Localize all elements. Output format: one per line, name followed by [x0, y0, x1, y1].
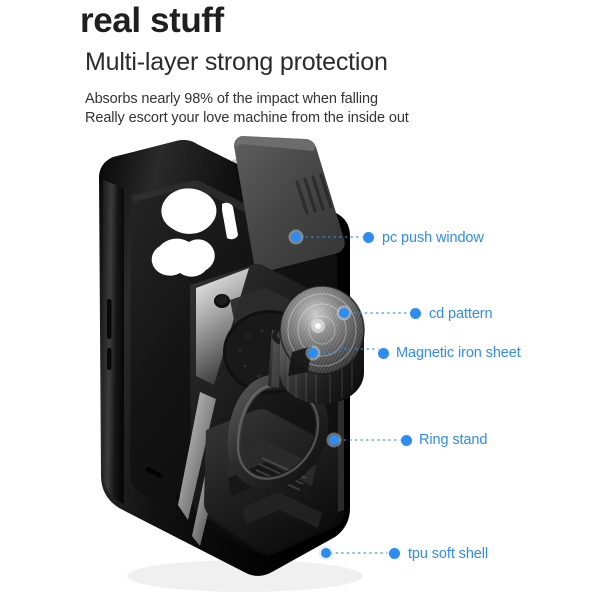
- source-dot-cd-pattern[interactable]: [339, 308, 349, 318]
- source-dot-ring-stand[interactable]: [329, 435, 339, 445]
- marker-dot-pc-push-window[interactable]: [363, 232, 374, 243]
- callout-label-ring-stand: Ring stand: [419, 432, 488, 448]
- connector-magnetic-iron-sheet: [317, 348, 380, 354]
- page-subtitle: Multi-layer strong protection: [85, 48, 388, 76]
- callout-label-magnetic-iron-sheet: Magnetic iron sheet: [396, 345, 521, 361]
- source-dot-tpu-soft-shell[interactable]: [321, 548, 331, 558]
- source-dot-magnetic-iron-sheet[interactable]: [308, 348, 318, 358]
- marker-dot-cd-pattern[interactable]: [410, 308, 421, 319]
- source-dot-pc-push-window[interactable]: [291, 232, 301, 242]
- callout-label-tpu-soft-shell: tpu soft shell: [408, 546, 489, 562]
- callout-label-cd-pattern: cd pattern: [429, 306, 493, 322]
- marker-dot-magnetic-iron-sheet[interactable]: [378, 348, 389, 359]
- marker-dot-tpu-soft-shell[interactable]: [389, 548, 400, 559]
- page-title: real stuff: [80, 1, 224, 40]
- marker-dot-ring-stand[interactable]: [401, 435, 412, 446]
- body-text-line-2: Really escort your love machine from the…: [85, 110, 409, 126]
- callout-label-pc-push-window: pc push window: [382, 230, 484, 246]
- body-text-line-1: Absorbs nearly 98% of the impact when fa…: [85, 91, 378, 107]
